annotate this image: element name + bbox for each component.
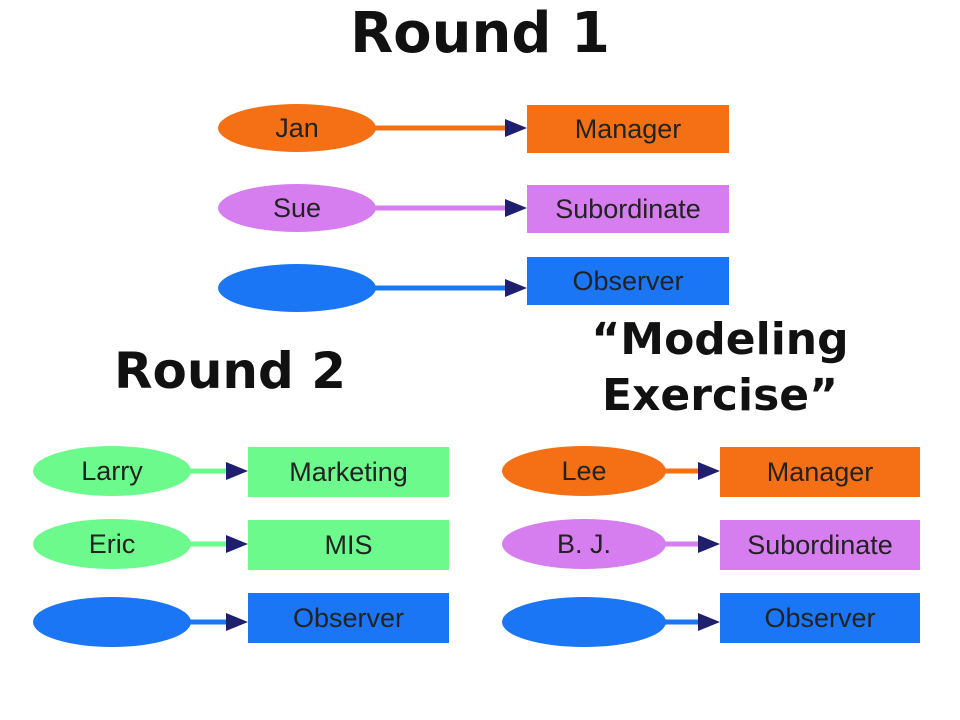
round2-arrow-1 (187, 462, 248, 480)
modeling-title-line-2: Exercise” (601, 370, 839, 421)
modeling_exercise-role-2: Subordinate (720, 520, 920, 570)
round2-arrow-3 (187, 613, 248, 631)
modeling_exercise-role-1: Manager (720, 447, 920, 497)
round1-role-2: Subordinate (527, 185, 729, 233)
round1-role-1: Manager (527, 105, 729, 153)
modeling_exercise-arrow-1 (662, 462, 720, 480)
round2-person-3 (33, 597, 191, 647)
round-1-title: Round 1 (350, 1, 610, 66)
round2-person-2: Eric (33, 519, 191, 569)
modeling_exercise-arrow-2 (662, 535, 720, 553)
modeling_exercise-person-2: B. J. (502, 519, 666, 569)
round1-person-1: Jan (218, 104, 376, 152)
round2-role-3: Observer (248, 593, 449, 643)
round2-person-1: Larry (33, 446, 191, 496)
round1-arrow-3 (372, 279, 527, 297)
modeling-exercise-title: “Modeling Exercise” (550, 312, 890, 424)
round2-role-1: Marketing (248, 447, 449, 497)
round2-arrow-2 (187, 535, 248, 553)
round1-arrow-2 (372, 199, 527, 217)
round1-role-3: Observer (527, 257, 729, 305)
round2-role-2: MIS (248, 520, 449, 570)
round1-person-3 (218, 264, 376, 312)
modeling_exercise-role-3: Observer (720, 593, 920, 643)
modeling-title-line-1: “Modeling (591, 314, 849, 365)
modeling_exercise-person-1: Lee (502, 446, 666, 496)
modeling_exercise-arrow-3 (662, 613, 720, 631)
round1-arrow-1 (372, 119, 527, 137)
round-2-title: Round 2 (113, 342, 347, 400)
modeling_exercise-person-3 (502, 597, 666, 647)
round1-person-2: Sue (218, 184, 376, 232)
